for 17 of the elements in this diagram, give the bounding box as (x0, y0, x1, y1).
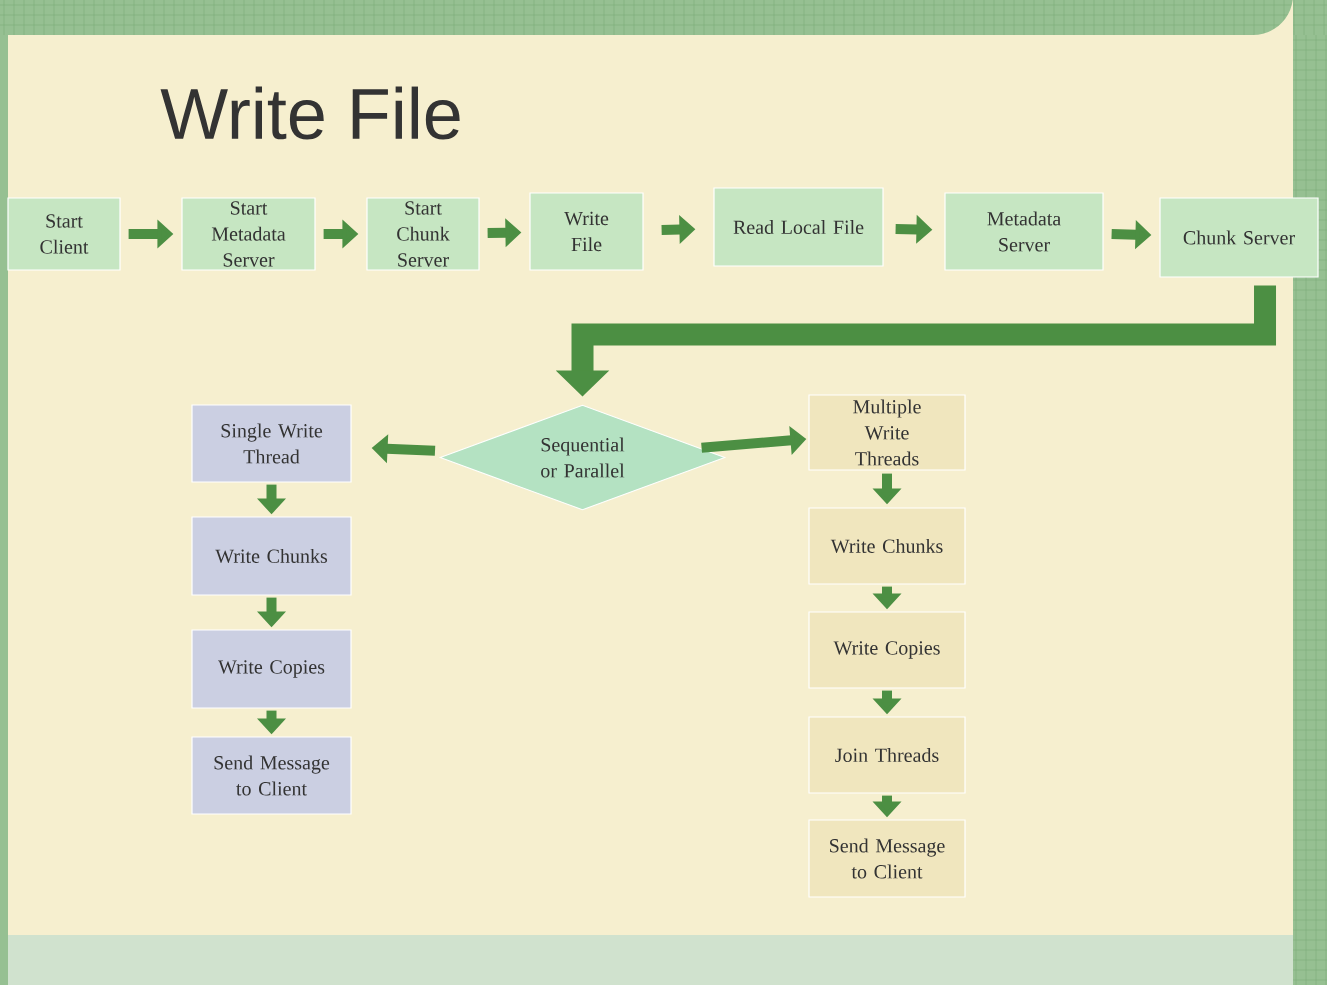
process-box: Join Threads (808, 716, 966, 794)
process-box: Write Copies (191, 629, 352, 709)
process-box: Multiple Write Threads (808, 394, 966, 471)
process-box: Start Chunk Server (366, 197, 480, 271)
process-box: Write File (529, 192, 644, 271)
process-box: Write Chunks (191, 516, 352, 596)
process-box: Metadata Server (944, 192, 1104, 271)
process-box: Send Message to Client (808, 819, 966, 898)
process-box: Write Copies (808, 611, 966, 689)
process-box: Send Message to Client (191, 736, 352, 815)
process-box: Single Write Thread (191, 404, 352, 483)
process-box: Start Metadata Server (181, 197, 316, 271)
process-box: Chunk Server (1159, 197, 1319, 278)
process-box: Start Client (7, 197, 121, 271)
process-box: Read Local File (713, 187, 884, 267)
process-box: Write Chunks (808, 507, 966, 585)
title: Write File (160, 86, 460, 140)
